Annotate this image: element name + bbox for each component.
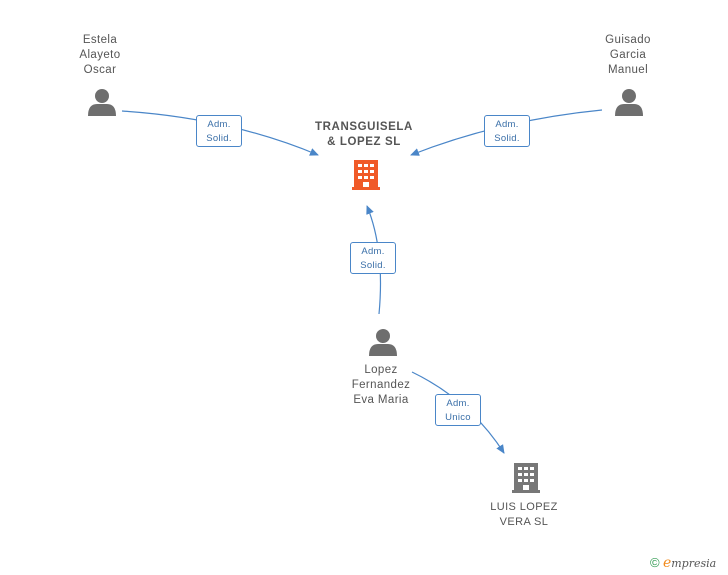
- brand-logo-initial: e: [662, 555, 672, 571]
- edge-role-badge-lopez-main: Adm. Solid.: [350, 242, 396, 274]
- company-label-luis[interactable]: LUIS LOPEZ VERA SL: [490, 501, 558, 528]
- person-label-estela[interactable]: Estela Alayeto Oscar: [79, 34, 121, 76]
- person-label-lopez[interactable]: Lopez Fernandez Eva Maria: [351, 364, 411, 406]
- edge-role-badge-lopez-luis: Adm. Unico: [435, 394, 481, 426]
- person-icon[interactable]: [88, 89, 116, 116]
- person-label-guisado[interactable]: Guisado Garcia Manuel: [605, 34, 651, 76]
- brand-footer[interactable]: © empresia: [650, 555, 716, 573]
- copyright-symbol: ©: [650, 555, 660, 570]
- edge-role-badge-estela: Adm. Solid.: [196, 115, 242, 147]
- person-icon[interactable]: [615, 89, 643, 116]
- edge-role-badge-guisado: Adm. Solid.: [484, 115, 530, 147]
- building-icon[interactable]: [352, 160, 380, 190]
- company-label-main[interactable]: TRANSGUISELA & LOPEZ SL: [315, 121, 413, 148]
- person-icon[interactable]: [369, 329, 397, 356]
- brand-logo-text: mpresia: [671, 557, 717, 570]
- building-icon[interactable]: [512, 463, 540, 493]
